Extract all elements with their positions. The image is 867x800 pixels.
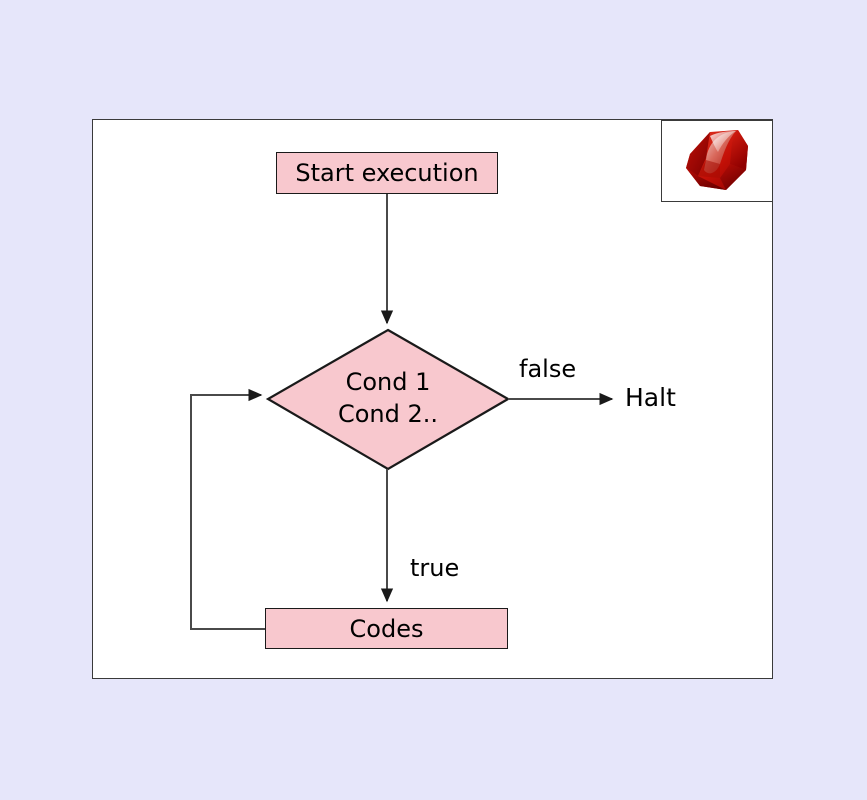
node-start-execution-label: Start execution xyxy=(295,159,479,187)
node-start-execution[interactable]: Start execution xyxy=(276,152,498,194)
node-codes-label: Codes xyxy=(349,614,424,643)
node-codes[interactable]: Codes xyxy=(265,608,508,649)
edge-label-true: true xyxy=(410,554,460,582)
ruby-logo-frame xyxy=(661,120,773,202)
node-halt-label: Halt xyxy=(625,383,676,412)
ruby-gem-icon xyxy=(686,130,748,190)
edge-codes-to-condition xyxy=(190,388,265,630)
edge-label-false: false xyxy=(519,355,577,383)
node-condition-diamond[interactable] xyxy=(265,328,511,471)
